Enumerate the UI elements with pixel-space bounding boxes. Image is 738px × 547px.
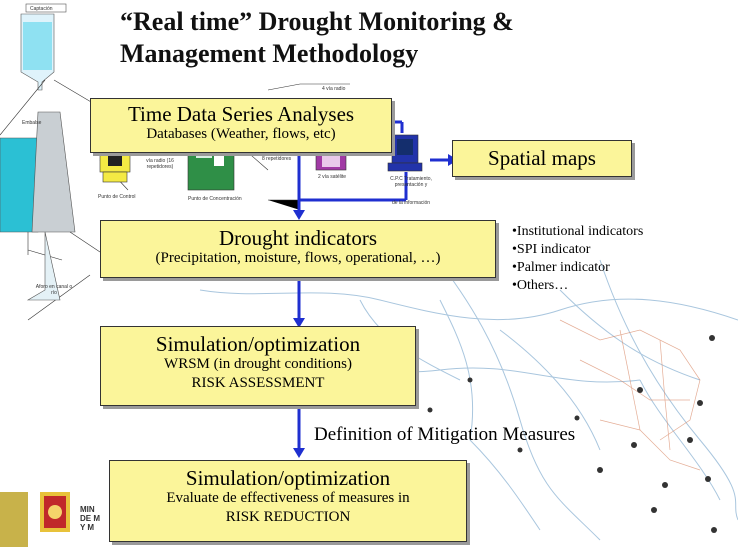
captacion-label: Captación (30, 6, 53, 12)
box-heading: Spatial maps (488, 146, 596, 170)
box-subtext: Databases (Weather, flows, etc) (146, 126, 336, 142)
time-series-analyses-box: Time Data Series Analyses Databases (Wea… (90, 98, 392, 153)
box-heading: Simulation/optimization (185, 466, 391, 490)
indicator-bullet-list: Institutional indicators SPI indicator P… (512, 223, 643, 295)
concentration-point-label: Punto de Concentración (188, 196, 242, 202)
four-way-radio-label: 4 vía radio (322, 86, 346, 92)
footer-line: MIN (80, 505, 95, 514)
bullet-item: Palmer indicator (512, 259, 643, 277)
slide-title: “Real time” Drought Monitoring & Managem… (120, 7, 514, 68)
satellite-station-icon (315, 147, 347, 171)
cpc-computer-icon (387, 134, 423, 172)
box-heading: Simulation/optimization (155, 332, 361, 356)
flow-arrows (241, 120, 458, 458)
drought-indicators-box: Drought indicators (Precipitation, moist… (100, 220, 496, 278)
footer-line: Y M (80, 523, 95, 532)
aforo-label: Aforo en canal o río (35, 284, 73, 296)
map-nodes (427, 335, 717, 533)
bullet-item: Others… (512, 277, 643, 295)
repeaters-label: 8 repetidores (262, 156, 292, 162)
radio-link-label: vía radio (16 repetidores) (146, 158, 174, 170)
ministry-crest-logo (0, 492, 70, 547)
box-subtext: (Precipitation, moisture, flows, operati… (155, 250, 441, 266)
embalse-label: Embalse (22, 120, 42, 126)
box-subtext: WRSM (in drought conditions) (164, 356, 352, 372)
box-subtext: Evaluate de effectiveness of measures in (166, 490, 410, 506)
computer-icon-control-point (99, 149, 131, 183)
satellite-arc (267, 83, 350, 91)
ministry-footer-text: MIN DE M Y M (80, 505, 100, 532)
bullet-item: SPI indicator (512, 241, 643, 259)
map-dense-area (559, 319, 701, 471)
box-subtext: RISK REDUCTION (225, 509, 351, 525)
spatial-maps-box: Spatial maps (452, 140, 632, 177)
box-heading: Time Data Series Analyses (127, 102, 355, 126)
cpc-label: C.P.C Tratamiento, presentación y (390, 176, 432, 188)
box-subtext: RISK ASSESSMENT (191, 375, 325, 391)
information-label: de la información (392, 200, 431, 206)
satellite-link-label: 2 vía satélite (318, 174, 347, 180)
simulation-optimization-box: Simulation/optimization WRSM (in drought… (100, 326, 416, 406)
reservoir-schematic (0, 3, 301, 321)
mitigation-measures-label: Definition of Mitigation Measures (314, 424, 576, 445)
bullet-item: Institutional indicators (512, 223, 643, 241)
footer-line: DE M (80, 514, 100, 523)
control-point-label: Punto de Control (98, 194, 136, 200)
risk-reduction-box: Simulation/optimization Evaluate de effe… (109, 460, 467, 542)
box-heading: Drought indicators (218, 226, 378, 250)
